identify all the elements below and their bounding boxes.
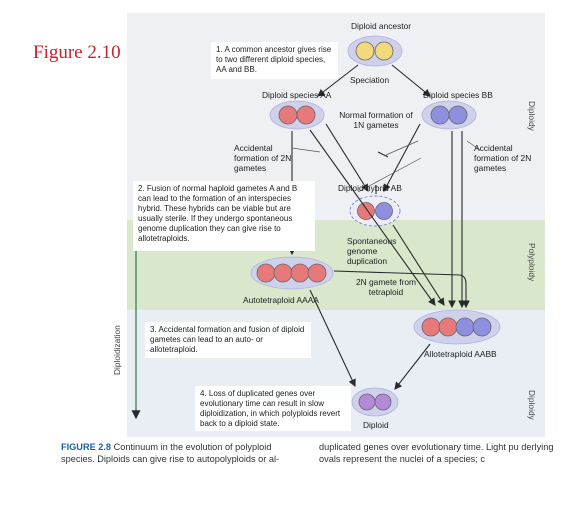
allo-label: Allotetraploid AABB (424, 349, 497, 359)
normal-1n-label: Normal formation of 1N gametes (339, 110, 413, 130)
spontaneous-label: Spontaneous genome duplication (347, 236, 397, 266)
caption-figure-number: FIGURE 2.8 (61, 442, 112, 452)
callout-1: 1. A common ancestor gives rise to two d… (211, 42, 338, 79)
speciation-label: Speciation (350, 75, 390, 85)
ancestor-label: Diploid ancestor (351, 21, 412, 31)
leader-lines (291, 140, 481, 193)
callout-2: 2. Fusion of normal haploid gametes A an… (133, 181, 315, 251)
species-bb-cell (421, 100, 477, 130)
caption-left: FIGURE 2.8 Continuum in the evolution of… (61, 441, 301, 465)
species-aa-cell (269, 100, 325, 130)
ancestor-cell (347, 35, 403, 67)
callout-3: 3. Accidental formation and fusion of di… (145, 322, 311, 358)
auto-label: Autotetraploid AAAA (243, 295, 319, 305)
caption-left-text: Continuum in the evolution of polyploid … (61, 442, 280, 464)
side-label-polyploidy: Polyploidy (527, 243, 537, 282)
final-diploid-cell (351, 387, 399, 417)
caption-right-text: duplicated genes over evolutionary time.… (319, 442, 554, 464)
figure-label: Figure 2.10 (33, 42, 121, 63)
autotetraploid-cell (250, 256, 334, 290)
species-bb-label: Diploid species BB (423, 90, 493, 100)
diploid-final-label: Diploid (363, 420, 389, 430)
accidental-2n-right-label: Accidental formation of 2N gametes (474, 143, 532, 173)
hybrid-ab-label: Diploid hybrid AB (338, 183, 402, 193)
side-label-diploidy-top: Diploidy (527, 101, 537, 131)
gamete-2n-label: 2N gamete from tetraploid (355, 277, 417, 297)
accidental-2n-left-label: Accidental formation of 2N gametes (234, 143, 292, 173)
side-label-diploidy-bottom: Diploidy (527, 390, 537, 420)
side-label-diploidization: Diploidization (112, 325, 122, 375)
arrows (288, 64, 470, 390)
allotetraploid-cell (413, 309, 501, 345)
species-aa-label: Diploid species AA (262, 90, 332, 100)
callout-4: 4. Loss of duplicated genes over evoluti… (195, 386, 351, 431)
